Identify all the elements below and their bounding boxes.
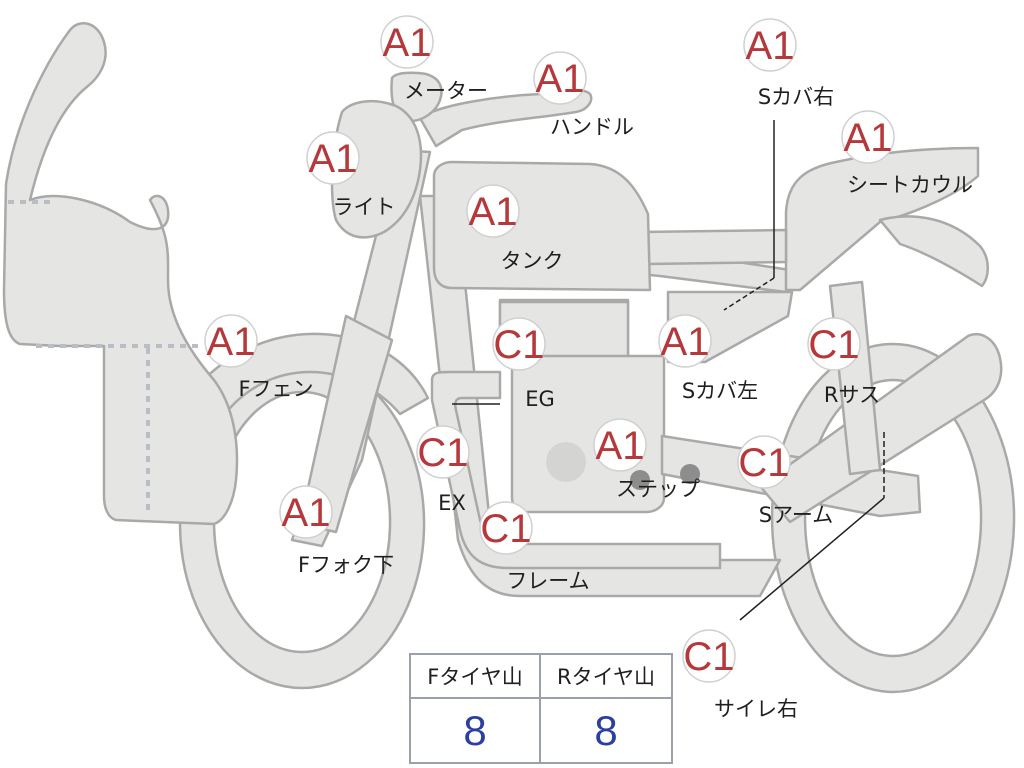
grade-text-side-cover-right: A1 bbox=[746, 24, 795, 68]
grade-text-step: A1 bbox=[596, 424, 645, 468]
grade-badge-silencer-right bbox=[682, 629, 736, 683]
grade-badge-side-cover-right bbox=[743, 18, 797, 72]
grade-badge-light bbox=[306, 131, 360, 185]
grade-badge-step bbox=[593, 418, 647, 472]
leader-line-silencer-2 bbox=[739, 497, 885, 621]
grade-badge-swing-arm bbox=[737, 435, 791, 489]
handlebar-shape bbox=[418, 88, 593, 148]
grade-text-meter: A1 bbox=[383, 21, 432, 65]
grade-text-exhaust: C1 bbox=[417, 431, 468, 475]
rear-tire-tread-label: Rタイヤ山 bbox=[541, 655, 671, 699]
headlight-shape bbox=[330, 99, 423, 239]
engine-case-shape bbox=[546, 442, 586, 482]
grade-badge-seat-cowl bbox=[841, 110, 895, 164]
grade-badge-handle bbox=[533, 51, 587, 105]
part-label-engine: EG bbox=[525, 387, 555, 411]
part-label-light: ライト bbox=[333, 195, 396, 219]
part-label-side-cover-right: Sカバ右 bbox=[758, 85, 834, 109]
part-label-handle: ハンドル bbox=[550, 115, 634, 139]
part-label-silencer-right: サイレ右 bbox=[714, 697, 798, 721]
grade-text-engine: C1 bbox=[493, 323, 544, 367]
grade-text-swing-arm: C1 bbox=[738, 441, 789, 485]
front-tire-tread-value: 8 bbox=[411, 699, 541, 762]
fairing-dotted-lines bbox=[8, 200, 200, 514]
part-label-exhaust: EX bbox=[438, 491, 466, 515]
grade-badge-meter bbox=[380, 15, 434, 69]
part-label-front-fender: Fフェン bbox=[238, 377, 313, 401]
grade-text-light: A1 bbox=[309, 137, 358, 181]
exhaust-shape bbox=[430, 370, 722, 570]
part-label-side-cover-left: Sカバ左 bbox=[682, 379, 758, 403]
grade-text-side-cover-left: A1 bbox=[661, 320, 710, 364]
grade-text-front-fork-lower: A1 bbox=[282, 491, 331, 535]
tire-tread-table: Fタイヤ山 Rタイヤ山 8 8 bbox=[409, 653, 673, 764]
rear-fender-shape bbox=[878, 215, 989, 288]
grade-badge-exhaust bbox=[416, 425, 470, 479]
grade-text-frame: C1 bbox=[480, 507, 531, 551]
front-fairing-shape bbox=[2, 22, 239, 526]
part-label-swing-arm: Sアーム bbox=[759, 503, 833, 527]
part-label-frame: フレーム bbox=[506, 569, 589, 593]
part-label-tank: タンク bbox=[501, 249, 564, 273]
grade-text-front-fender: A1 bbox=[207, 320, 256, 364]
grade-text-seat-cowl: A1 bbox=[844, 116, 893, 160]
seat-shape bbox=[638, 228, 788, 266]
grade-badge-tank bbox=[466, 184, 520, 238]
grade-badge-engine bbox=[492, 317, 546, 371]
front-tire-tread-label: Fタイヤ山 bbox=[411, 655, 541, 699]
part-label-step: ステップ bbox=[616, 477, 700, 501]
grade-badge-front-fork-lower bbox=[279, 485, 333, 539]
grade-badge-frame bbox=[479, 501, 533, 555]
grade-text-rear-suspension: C1 bbox=[808, 323, 859, 367]
grade-text-silencer-right: C1 bbox=[683, 635, 734, 679]
leader-lines bbox=[452, 120, 885, 621]
leader-line-side-cover-right-2 bbox=[723, 277, 775, 311]
part-label-seat-cowl: シートカウル bbox=[847, 173, 973, 197]
step-peg-shape bbox=[630, 470, 650, 490]
part-label-rear-suspension: Rサス bbox=[824, 383, 880, 407]
grade-badge-rear-suspension bbox=[807, 317, 861, 371]
step-peg-shape-2 bbox=[680, 464, 700, 484]
part-label-front-fork-lower: Fフォク下 bbox=[298, 553, 394, 577]
grade-text-handle: A1 bbox=[536, 57, 585, 101]
grade-badge-side-cover-left bbox=[658, 314, 712, 368]
part-label-meter: メーター bbox=[404, 79, 488, 103]
front-fork-lower-shape bbox=[298, 314, 394, 534]
grade-text-tank: A1 bbox=[469, 190, 518, 234]
swing-arm-shape-rear bbox=[758, 333, 1003, 524]
rear-tire-tread-value: 8 bbox=[594, 706, 618, 754]
grade-badge-front-fender bbox=[204, 314, 258, 368]
